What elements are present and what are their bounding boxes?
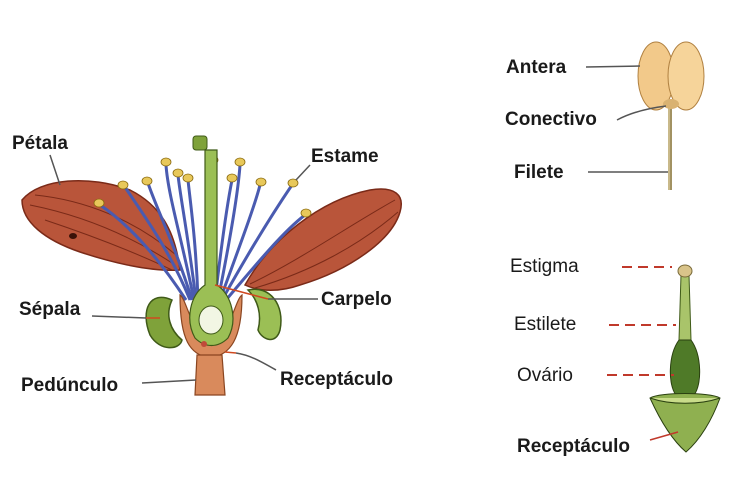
anther-right-lobe: [667, 41, 705, 111]
label-receptaculo-carpel: Receptáculo: [517, 436, 630, 457]
peduncle: [194, 354, 226, 396]
carpel-receptacle: [649, 393, 721, 453]
carpel-detail: [607, 264, 721, 453]
stamen-detail: [585, 41, 705, 190]
stamen-anthers: [93, 155, 312, 218]
carpel-ovary: [669, 339, 701, 396]
label-receptaculo-flower: Receptáculo: [280, 369, 393, 390]
label-antera: Antera: [506, 57, 567, 78]
carpel-stigma: [677, 264, 693, 278]
label-ovario: Ovário: [517, 365, 573, 386]
label-pedunculo: Pedúnculo: [21, 375, 119, 396]
leader-lines: [49, 154, 318, 384]
left-sepal: [145, 296, 183, 349]
label-filete: Filete: [514, 162, 564, 183]
right-petal: [243, 188, 402, 291]
label-sepala: Sépala: [19, 299, 81, 320]
right-sepal: [246, 288, 282, 341]
label-estame: Estame: [311, 146, 379, 167]
label-estigma: Estigma: [510, 256, 579, 277]
carpel: [189, 149, 234, 347]
label-estilete: Estilete: [514, 314, 577, 335]
flower-section: [21, 135, 402, 396]
stamen-filaments: [99, 164, 306, 301]
label-carpelo: Carpelo: [321, 289, 392, 310]
label-petala: Pétala: [12, 133, 68, 154]
carpel-style: [678, 274, 692, 341]
label-conectivo: Conectivo: [505, 109, 597, 130]
